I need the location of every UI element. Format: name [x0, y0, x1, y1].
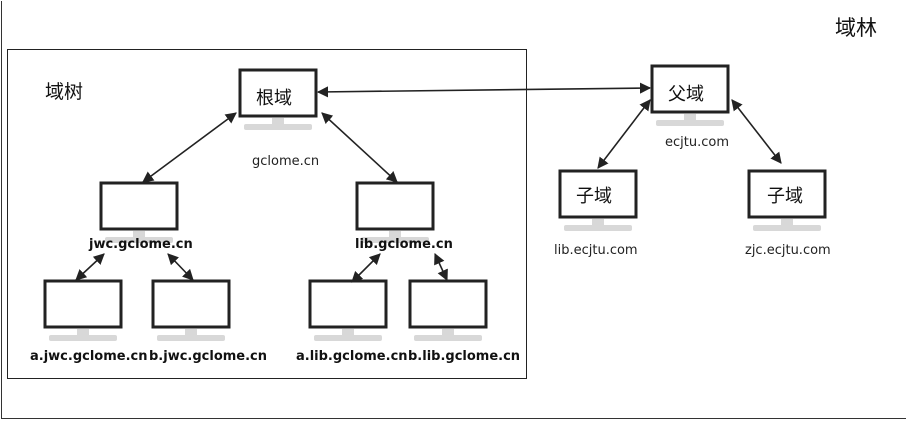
b-lib-caption: b.lib.gclome.cn [408, 349, 521, 364]
child2-caption: zjc.ecjtu.com [745, 243, 831, 258]
edge-jwc-b [167, 253, 194, 281]
tree-frame [7, 49, 527, 379]
lib-caption: lib.gclome.cn [355, 237, 453, 252]
a-lib-computer-icon [308, 279, 388, 341]
a-jwc-caption: a.jwc.gclome.cn [30, 349, 148, 364]
a-jwc-computer-icon [43, 279, 123, 341]
a-lib-caption: a.lib.gclome.cn [296, 349, 408, 364]
edge-root-parent [316, 82, 652, 98]
edge-jwc-a [75, 253, 105, 281]
b-jwc-computer-icon [151, 279, 231, 341]
parent-screen-text: 父域 [668, 84, 704, 105]
root-caption: gclome.cn [252, 154, 320, 169]
child2-screen-text: 子域 [767, 186, 803, 207]
child2-computer-icon [747, 169, 827, 231]
lib-computer-icon [355, 181, 435, 243]
edge-lib-b [434, 252, 448, 282]
edge-parent-child1 [597, 99, 651, 169]
edge-root-jwc [142, 112, 237, 183]
jwc-computer-icon [99, 181, 179, 243]
parent-caption: ecjtu.com [665, 135, 729, 150]
child1-caption: lib.ecjtu.com [554, 243, 638, 258]
root-screen-text: 根域 [256, 88, 292, 109]
child1-computer-icon [558, 169, 638, 231]
tree-title: 域树 [45, 81, 84, 103]
parent-computer-icon [650, 64, 730, 126]
b-lib-computer-icon [408, 279, 488, 341]
root-computer-icon [238, 68, 318, 130]
jwc-caption: jwc.gclome.cn [89, 237, 193, 252]
child1-screen-text: 子域 [576, 186, 612, 207]
forest-title: 域林 [835, 16, 877, 40]
edge-lib-a [351, 253, 381, 283]
b-jwc-caption: b.jwc.gclome.cn [149, 349, 268, 364]
edge-parent-child2 [731, 99, 782, 164]
edge-root-lib [321, 112, 398, 183]
